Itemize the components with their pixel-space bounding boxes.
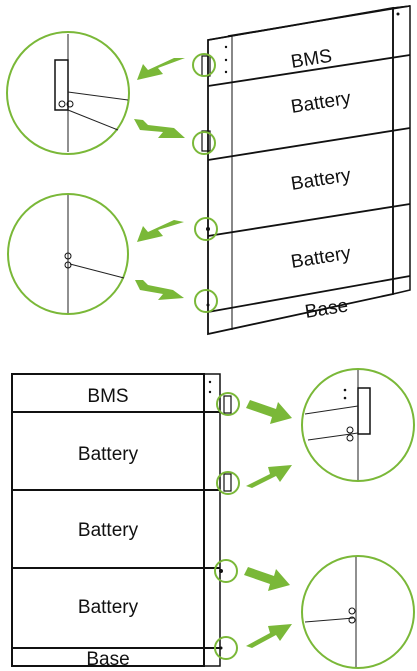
bolt xyxy=(346,426,354,434)
bottom-label-bms: BMS xyxy=(87,386,128,407)
magnifier-circle xyxy=(301,368,415,482)
top-label-battery-3: Battery xyxy=(289,243,352,273)
screw xyxy=(224,45,228,49)
detail-line xyxy=(304,405,359,415)
detail-line xyxy=(67,109,119,131)
arrow-right xyxy=(246,624,292,648)
divider-battery-base xyxy=(207,275,411,313)
connector xyxy=(206,227,210,231)
top-callout-bracket-detail xyxy=(6,31,130,155)
bottom-label-battery-1: Battery xyxy=(78,444,139,465)
marker-circle xyxy=(216,471,240,495)
arrow-left xyxy=(137,220,184,242)
bolt xyxy=(58,100,66,108)
divider-battery-2-3 xyxy=(207,203,411,237)
top-label-bms: BMS xyxy=(289,46,333,73)
bolt xyxy=(346,434,354,442)
bolt xyxy=(64,261,72,269)
divider-battery-1-2 xyxy=(207,127,411,161)
arrow-right xyxy=(246,465,292,488)
screw xyxy=(396,12,400,16)
top-label-battery-1: Battery xyxy=(289,88,352,118)
top-label-battery-2: Battery xyxy=(289,165,352,195)
screw xyxy=(343,388,347,392)
bottom-markers xyxy=(214,392,240,660)
detail-line xyxy=(67,91,129,101)
bolt xyxy=(66,100,74,108)
screw xyxy=(208,390,212,394)
top-arrows xyxy=(134,58,185,300)
screw xyxy=(224,58,228,62)
connector xyxy=(206,303,210,307)
marker-circle xyxy=(214,559,238,583)
marker-circle xyxy=(192,131,216,155)
marker-circle xyxy=(192,53,216,77)
top-markers xyxy=(192,53,218,313)
marker-circle xyxy=(214,636,238,660)
connector xyxy=(219,646,223,650)
detail-line xyxy=(304,617,355,623)
top-callout-connector-detail xyxy=(7,193,129,315)
bolt xyxy=(64,252,72,260)
bottom-label-battery-3: Battery xyxy=(78,597,139,618)
bottom-callout-bracket-detail xyxy=(301,368,415,482)
arrow-left xyxy=(137,58,185,80)
marker-circle xyxy=(194,289,218,313)
magnifier-circle xyxy=(6,31,130,155)
top-label-base: Base xyxy=(303,295,349,323)
arrow-left xyxy=(134,119,185,138)
bottom-callout-connector-detail xyxy=(301,555,415,669)
marker-circle xyxy=(194,217,218,241)
bottom-arrows xyxy=(244,400,292,648)
marker-circle xyxy=(216,392,240,416)
bottom-stack-side xyxy=(203,373,221,667)
bolt xyxy=(348,607,356,615)
detail-bracket xyxy=(357,387,371,435)
detail-bracket xyxy=(54,59,69,111)
bracket xyxy=(223,395,232,414)
magnifier-circle xyxy=(7,193,129,315)
arrow-left xyxy=(135,280,184,300)
arrow-right xyxy=(246,400,292,424)
top-stack-side-face xyxy=(392,5,411,295)
screw xyxy=(224,70,228,74)
bottom-label-battery-2: Battery xyxy=(78,520,139,541)
bottom-label-base: Base xyxy=(86,649,129,670)
bracket xyxy=(201,130,211,152)
detail-line xyxy=(69,263,125,279)
divider-bms-battery xyxy=(207,54,411,87)
bracket xyxy=(223,473,232,492)
detail-line xyxy=(307,432,359,441)
bolt xyxy=(348,616,356,624)
magnifier-circle xyxy=(301,555,415,669)
screw xyxy=(343,396,347,400)
arrow-right xyxy=(244,567,290,591)
top-battery-stack: BMS Battery Battery Battery Base xyxy=(201,5,411,336)
connector xyxy=(219,569,223,573)
bottom-battery-stack: BMS Battery Battery Battery Base xyxy=(11,373,232,670)
screw xyxy=(208,380,212,384)
